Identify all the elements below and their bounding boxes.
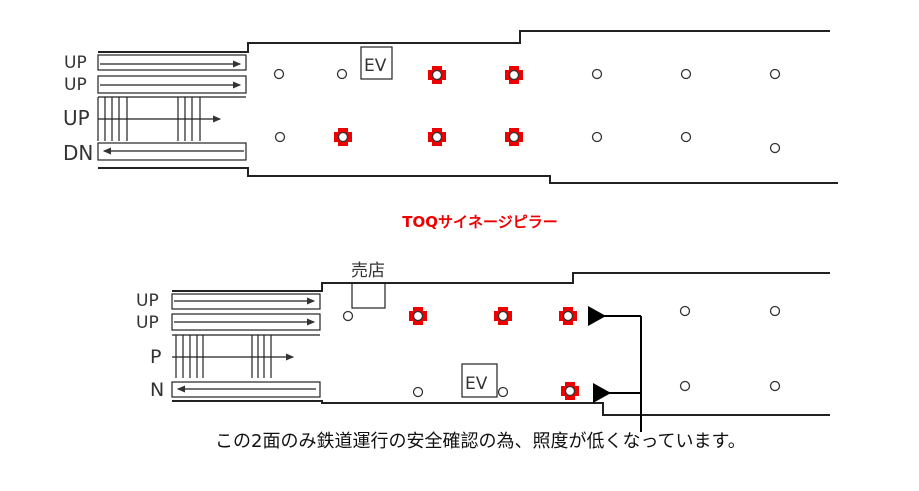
signage-pillar (504, 65, 524, 85)
pillar (274, 131, 286, 143)
top-elevator: EV (360, 46, 393, 80)
bottom-escalator-n (171, 381, 321, 398)
bottom-elevator-label: EV (465, 374, 488, 394)
bottom-label-p: P (150, 346, 161, 368)
pillar (497, 386, 509, 398)
caption: この2面のみ鉄道運行の安全確認の為、照度が低くなっています。 (215, 431, 746, 452)
pillar (680, 68, 692, 80)
pillar (336, 68, 348, 80)
top-elevator-label: EV (364, 56, 387, 76)
pillar (342, 310, 354, 322)
bottom-stairs (172, 334, 320, 378)
pillar (679, 380, 691, 392)
top-pillars (273, 65, 781, 154)
pillar (769, 305, 781, 317)
top-escalator-down (97, 142, 247, 161)
bottom-label-up-1: UP (136, 291, 159, 311)
pillar (679, 305, 691, 317)
shop-label: 売店 (351, 261, 385, 281)
bottom-elevator: EV (461, 363, 498, 398)
top-escalator-up-2 (97, 75, 247, 94)
bottom-pillars (342, 305, 781, 401)
top-outline-upper (98, 30, 830, 53)
top-label-up-2: UP (64, 75, 87, 95)
bottom-escalator-up-2 (171, 313, 321, 331)
bottom-label-up-2: UP (136, 313, 159, 333)
top-label-up-1: UP (64, 53, 87, 73)
pillar (591, 131, 603, 143)
signage-pillar (560, 381, 580, 401)
signage-pillar (427, 127, 447, 147)
bottom-outline-lower (172, 400, 830, 416)
pillar (412, 386, 424, 398)
bottom-platform: UP UP P N 売店 EV (136, 261, 830, 432)
pillar (273, 68, 285, 80)
shop: 売店 (351, 261, 386, 309)
top-stairs-up (97, 96, 246, 141)
bottom-outline-upper (172, 272, 830, 292)
signage-pillar (504, 127, 524, 147)
top-outline-lower (98, 167, 838, 184)
signage-pillar (558, 306, 578, 326)
top-label-dn: DN (63, 141, 93, 165)
signage-pillar (493, 306, 513, 326)
bottom-label-n: N (150, 379, 164, 401)
signage-pillar (427, 65, 447, 85)
bottom-escalator-up-1 (171, 293, 321, 310)
callout-arrows (588, 306, 642, 432)
top-platform: UP UP UP DN EV (63, 30, 838, 184)
pillar (769, 142, 781, 154)
top-escalator-up-1 (97, 54, 247, 71)
pillar (680, 131, 692, 143)
pillar (769, 68, 781, 80)
pillar (591, 68, 603, 80)
pillar (769, 380, 781, 392)
top-label-up-3: UP (63, 106, 90, 130)
diagram-title: TOQサイネージピラー (402, 213, 557, 231)
signage-pillar (333, 127, 353, 147)
signage-pillar (408, 306, 428, 326)
